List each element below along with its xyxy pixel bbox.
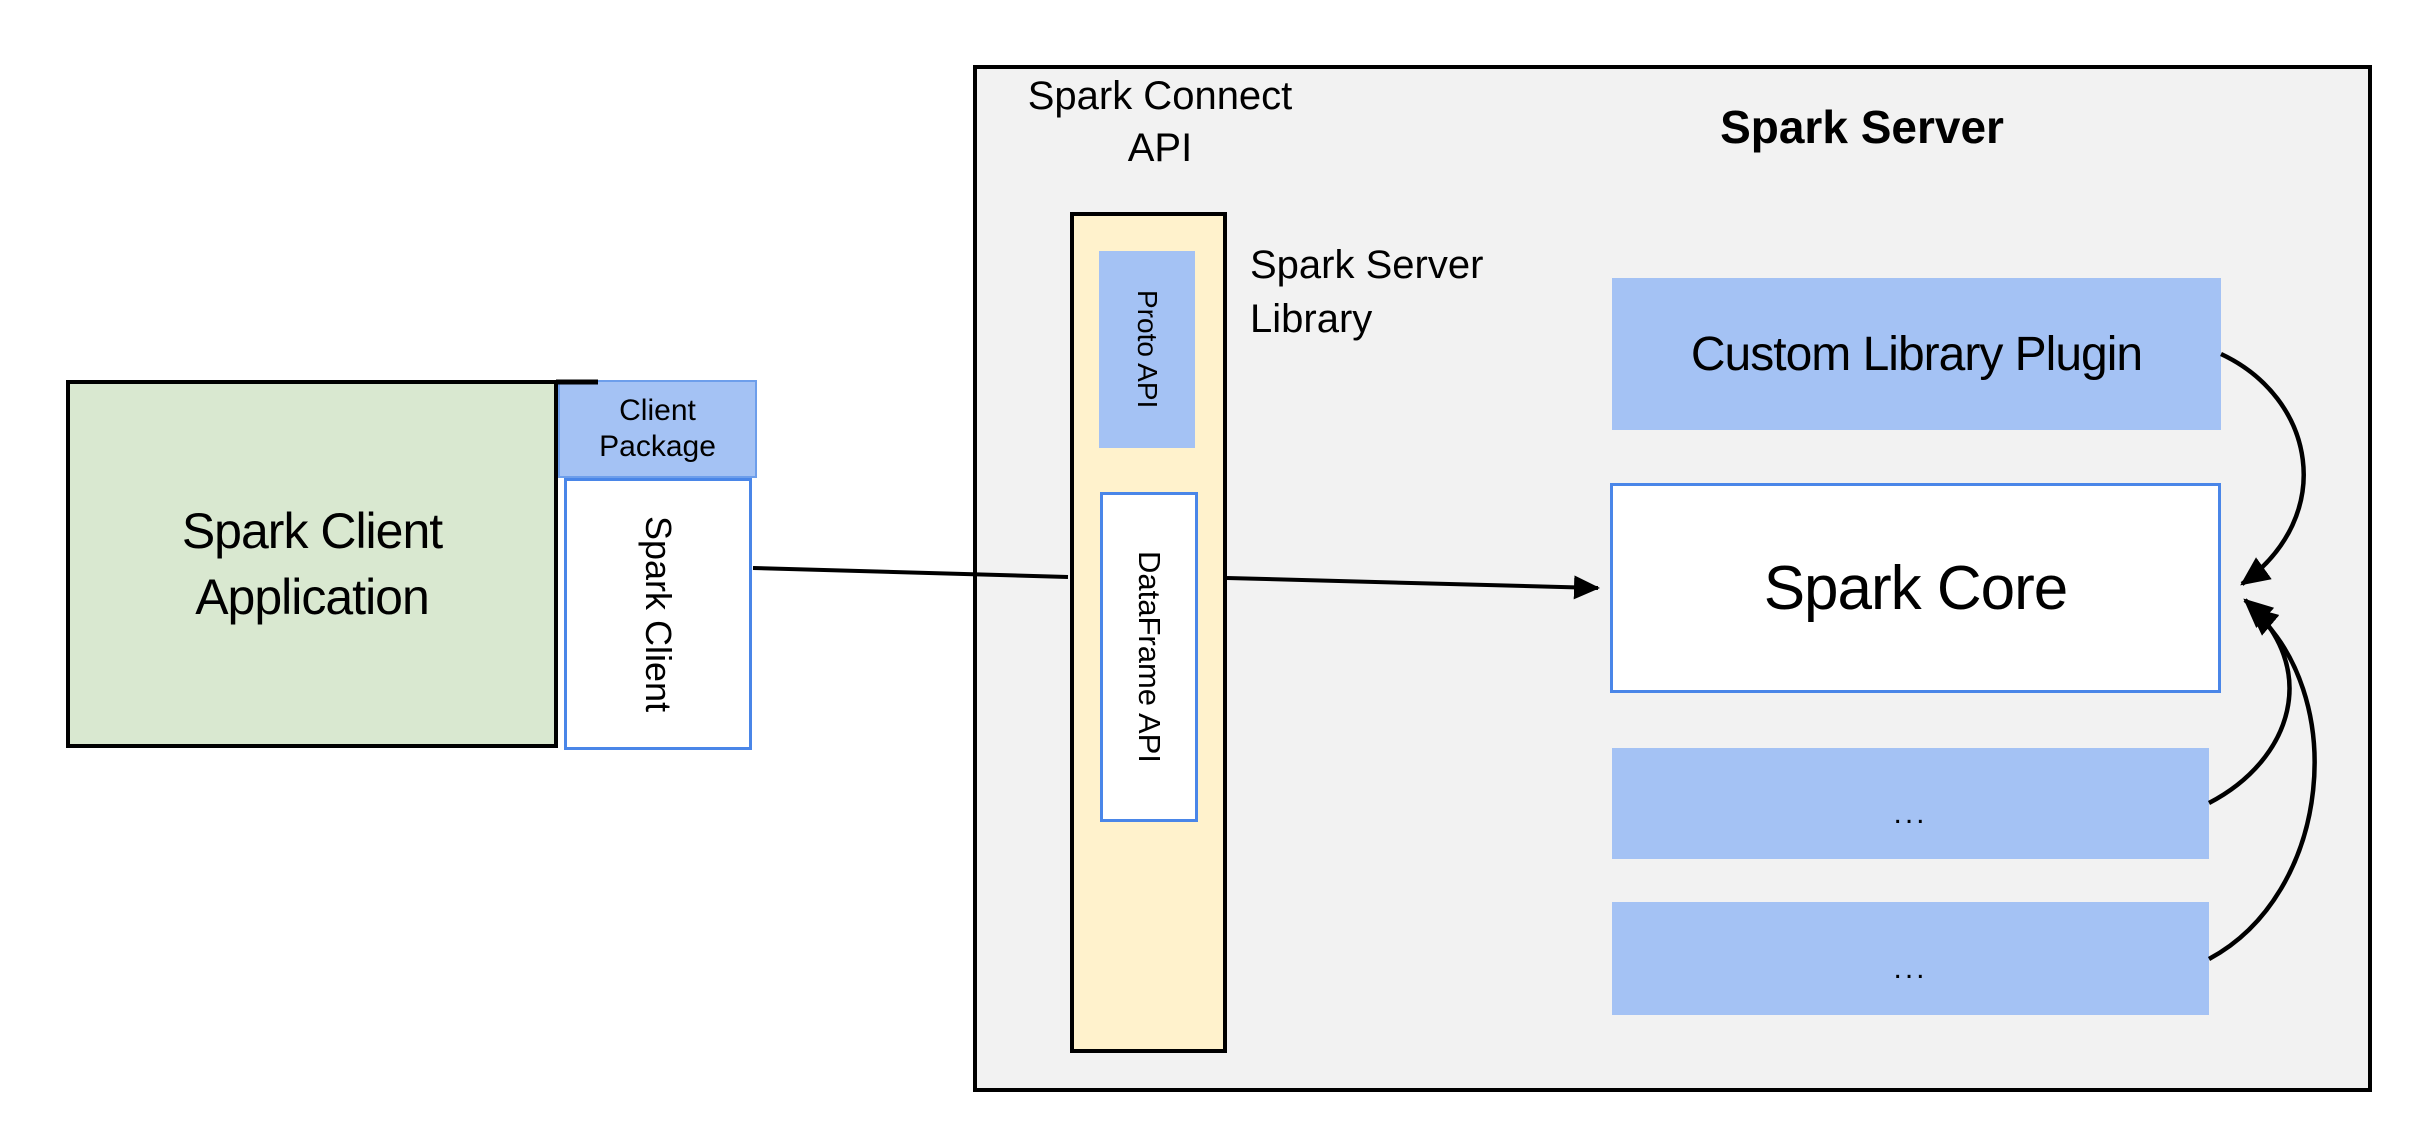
spark-client-application-box: Spark Client Application xyxy=(66,380,558,748)
custom-library-plugin-label: Custom Library Plugin xyxy=(1690,327,2143,381)
client-package-label: Client Package xyxy=(599,394,716,463)
spark-server-title: Spark Server xyxy=(1720,101,2004,153)
spark-connect-api-label: Spark Connect API xyxy=(1027,74,1293,170)
spark-core-box: Spark Core xyxy=(1610,483,2221,693)
proto-api-label: Proto API xyxy=(1132,290,1163,409)
spark-client-box: Spark Client xyxy=(564,478,752,750)
more-plugins-box-2: ... xyxy=(1612,902,2209,1015)
more-plugins-label-1: ... xyxy=(1893,796,1928,830)
more-plugins-box-1: ... xyxy=(1612,748,2209,859)
spark-server-library-label: Spark Server Library xyxy=(1250,243,1484,341)
dataframe-api-box: DataFrame API xyxy=(1100,492,1198,822)
custom-library-plugin-box: Custom Library Plugin xyxy=(1612,278,2221,430)
more-plugins-label-2: ... xyxy=(1893,951,1928,985)
client-package-box: Client Package xyxy=(558,380,757,478)
spark-client-application-label: Spark Client Application xyxy=(181,503,443,625)
dataframe-api-label: DataFrame API xyxy=(1132,551,1167,763)
proto-api-box: Proto API xyxy=(1099,251,1195,448)
spark-client-label: Spark Client xyxy=(638,515,679,713)
spark-core-label: Spark Core xyxy=(1763,553,2069,623)
